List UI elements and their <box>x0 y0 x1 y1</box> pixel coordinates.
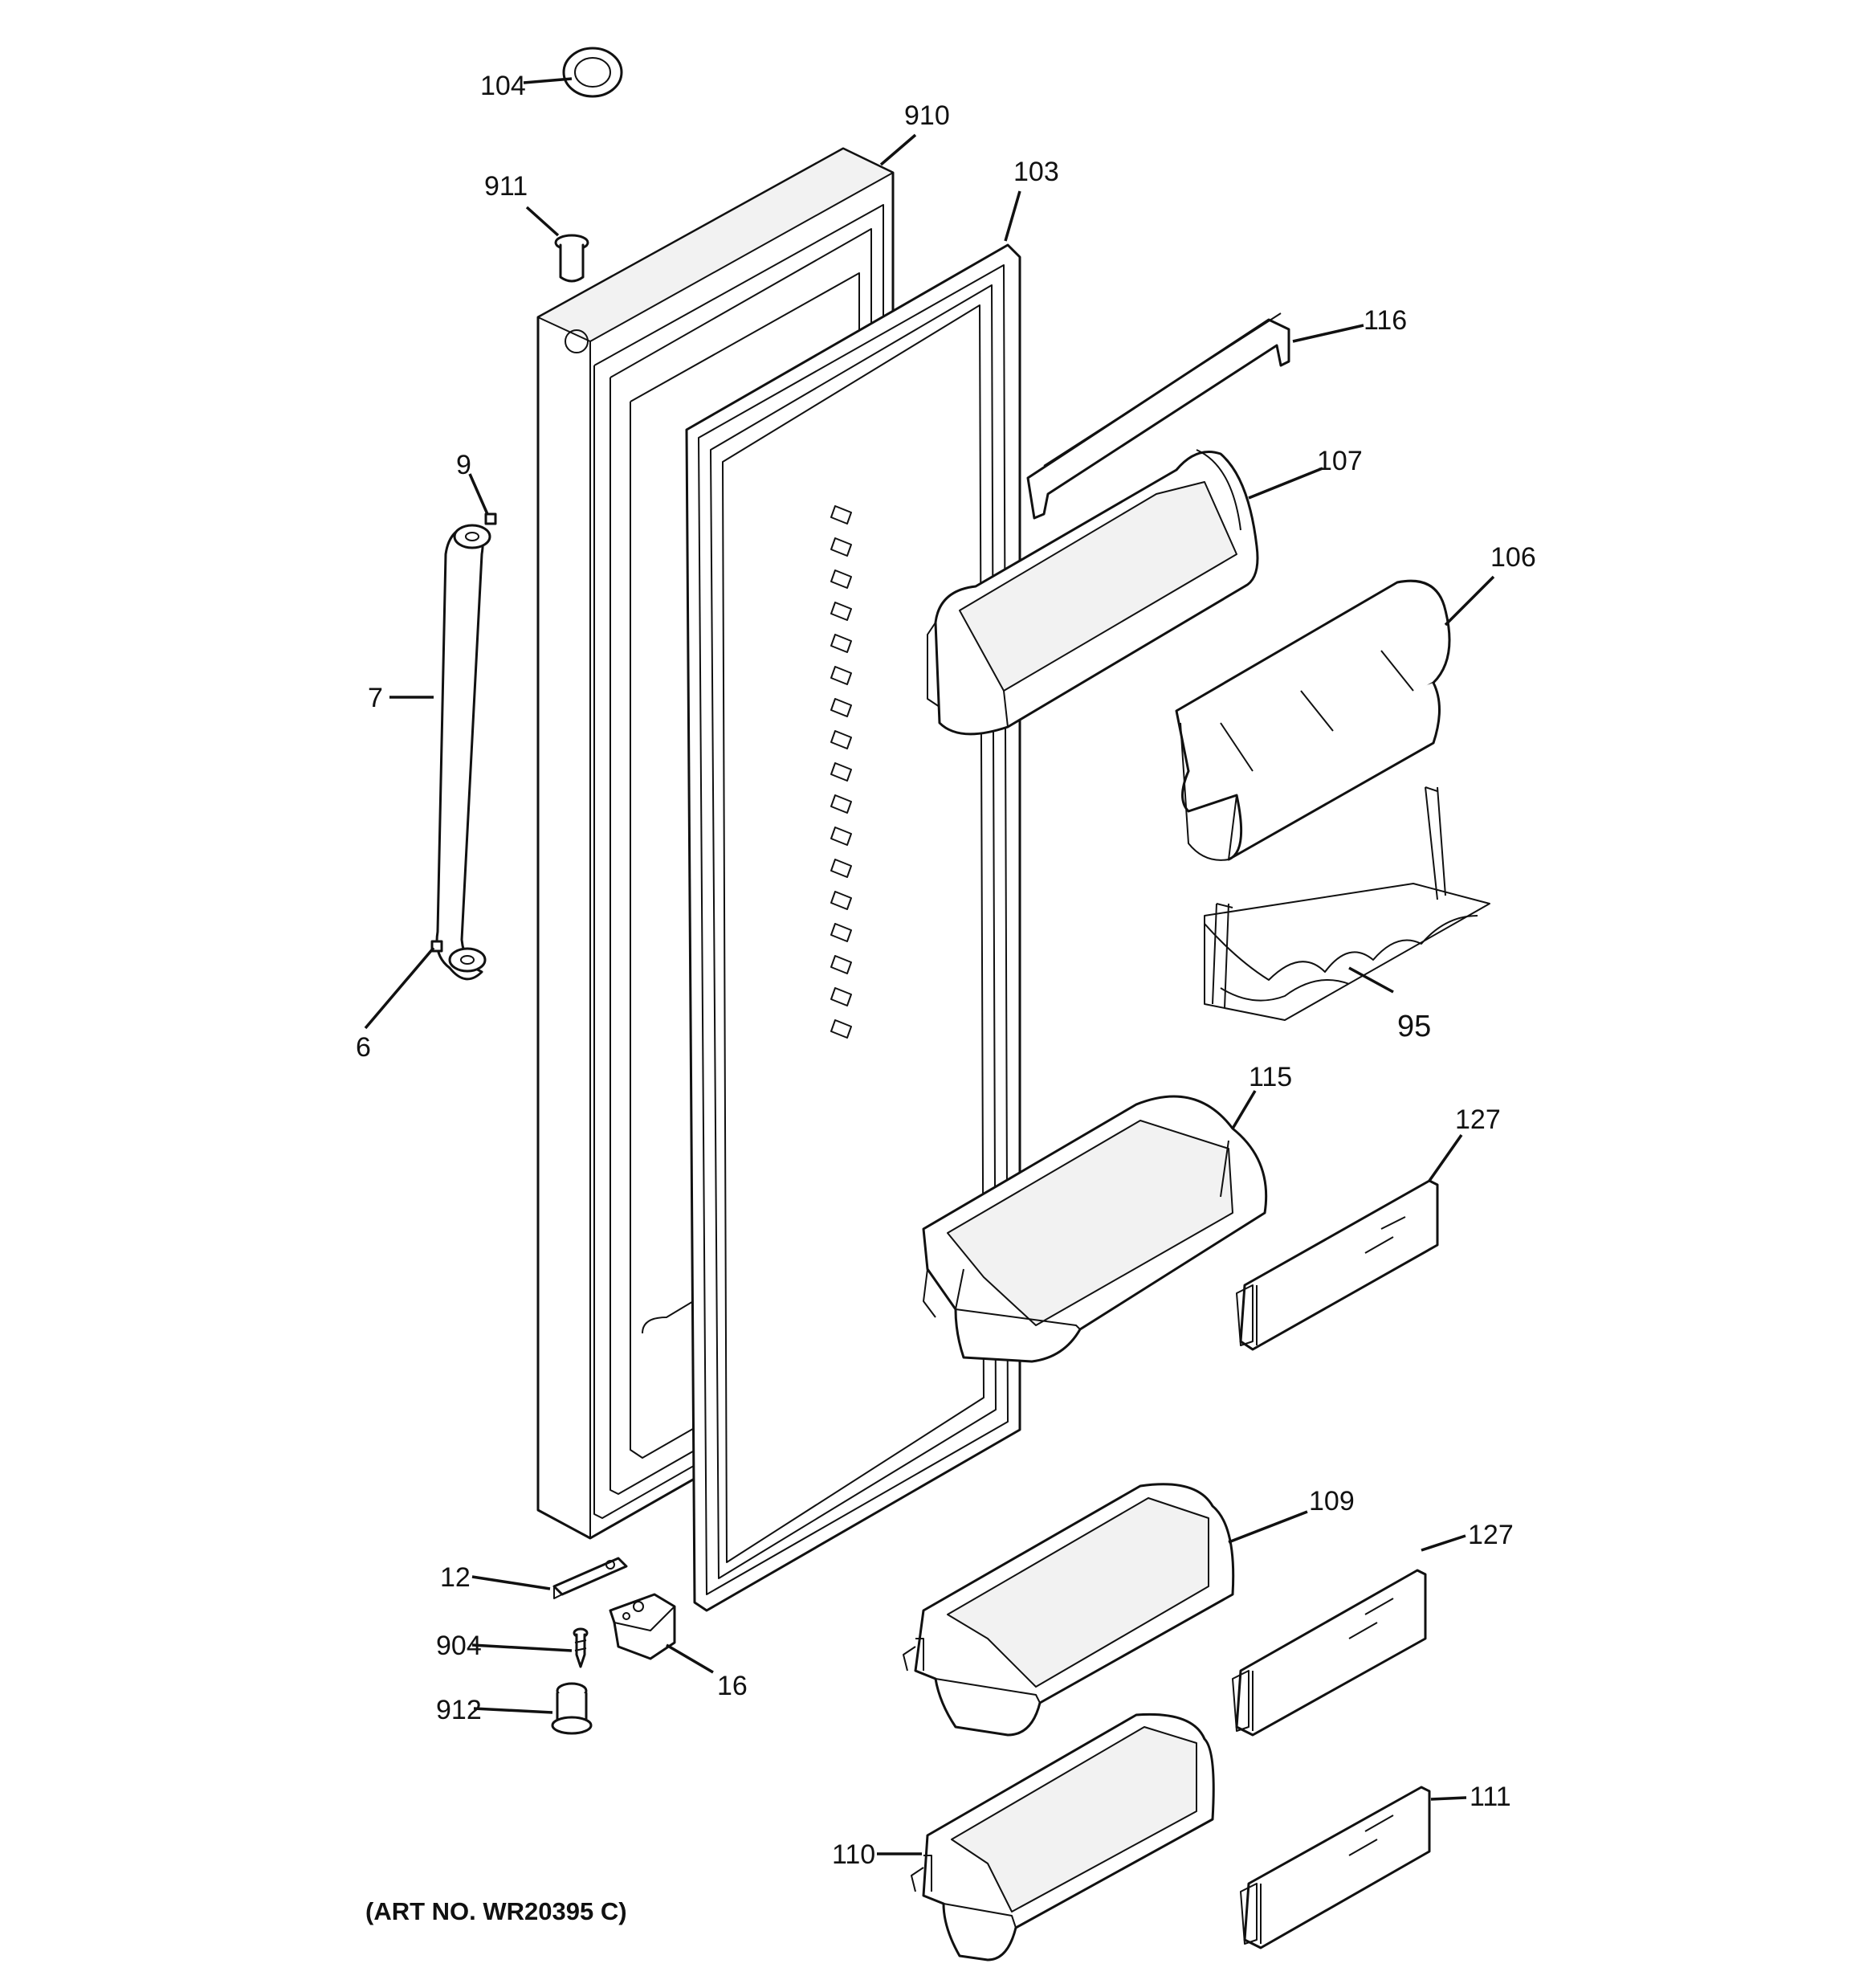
part-9-screw <box>484 512 497 525</box>
art-number: (ART NO. WR20395 C) <box>365 1897 627 1925</box>
callout-12: 12 <box>440 1562 471 1593</box>
callout-104: 104 <box>480 71 526 101</box>
callout-7: 7 <box>368 683 383 713</box>
part-7-handle <box>435 524 491 981</box>
callout-127-upper: 127 <box>1455 1104 1501 1135</box>
part-115-bin <box>922 1095 1268 1363</box>
leader-lines <box>364 77 1495 1855</box>
callout-109: 109 <box>1309 1486 1355 1517</box>
part-111-bar <box>1240 1786 1431 1949</box>
part-109-bin <box>903 1483 1235 1737</box>
callout-6: 6 <box>356 1032 371 1063</box>
callout-107: 107 <box>1317 446 1363 476</box>
callout-16: 16 <box>717 1671 748 1701</box>
part-127-bar-lower <box>1232 1569 1427 1737</box>
callout-115: 115 <box>1249 1062 1292 1092</box>
callout-95: 95 <box>1397 1010 1431 1043</box>
callout-111: 111 <box>1470 1782 1511 1812</box>
door-liner-shelf-ribs <box>830 505 852 1039</box>
callout-912: 912 <box>436 1695 482 1725</box>
part-911-bushing <box>554 234 589 283</box>
callout-106: 106 <box>1490 542 1536 573</box>
part-116-trim-bar <box>1026 312 1290 520</box>
callout-110: 110 <box>832 1839 875 1870</box>
callout-911: 911 <box>484 171 528 202</box>
part-16-hinge <box>609 1593 676 1660</box>
callout-904: 904 <box>436 1631 482 1661</box>
part-103-gasket <box>685 243 1021 1612</box>
part-904-screw <box>573 1627 589 1668</box>
part-912-bushing <box>551 1682 593 1735</box>
callout-116: 116 <box>1364 305 1407 336</box>
callout-910: 910 <box>904 100 950 131</box>
part-95-wire-rack <box>1204 786 1490 1021</box>
part-12-hinge-plate <box>552 1557 628 1599</box>
part-106-cover <box>1175 579 1451 861</box>
part-107-bin <box>927 449 1259 736</box>
callout-9: 9 <box>456 450 471 480</box>
callout-103: 103 <box>1013 157 1059 187</box>
part-104-cap <box>562 47 623 98</box>
callout-127-lower: 127 <box>1468 1520 1514 1550</box>
part-110-bin <box>911 1712 1215 1961</box>
